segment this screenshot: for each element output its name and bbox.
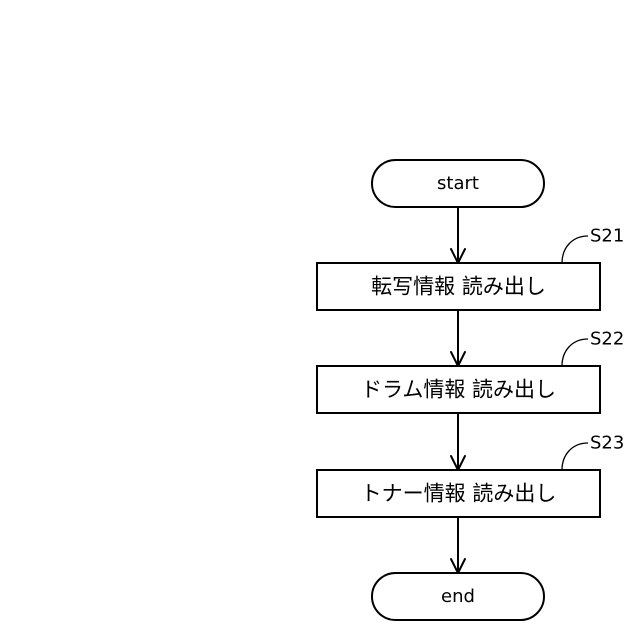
end-terminal: end — [372, 573, 544, 620]
start-label: start — [437, 173, 479, 194]
step-leader-s23 — [562, 443, 588, 470]
process-step-s23: トナー情報 読み出し S23 — [317, 433, 624, 518]
end-label: end — [441, 586, 475, 607]
step-id-s22: S22 — [590, 329, 624, 350]
start-terminal: start — [372, 160, 544, 207]
step-leader-s22 — [562, 339, 588, 366]
process-label-s21: 転写情報 読み出し — [371, 275, 546, 299]
process-step-s22: ドラム情報 読み出し S22 — [317, 329, 624, 414]
process-label-s22: ドラム情報 読み出し — [361, 378, 556, 402]
step-id-s23: S23 — [590, 433, 624, 454]
step-leader-s21 — [562, 236, 588, 263]
process-label-s23: トナー情報 読み出し — [361, 482, 557, 506]
process-step-s21: 転写情報 読み出し S21 — [317, 226, 624, 311]
step-id-s21: S21 — [590, 226, 624, 247]
